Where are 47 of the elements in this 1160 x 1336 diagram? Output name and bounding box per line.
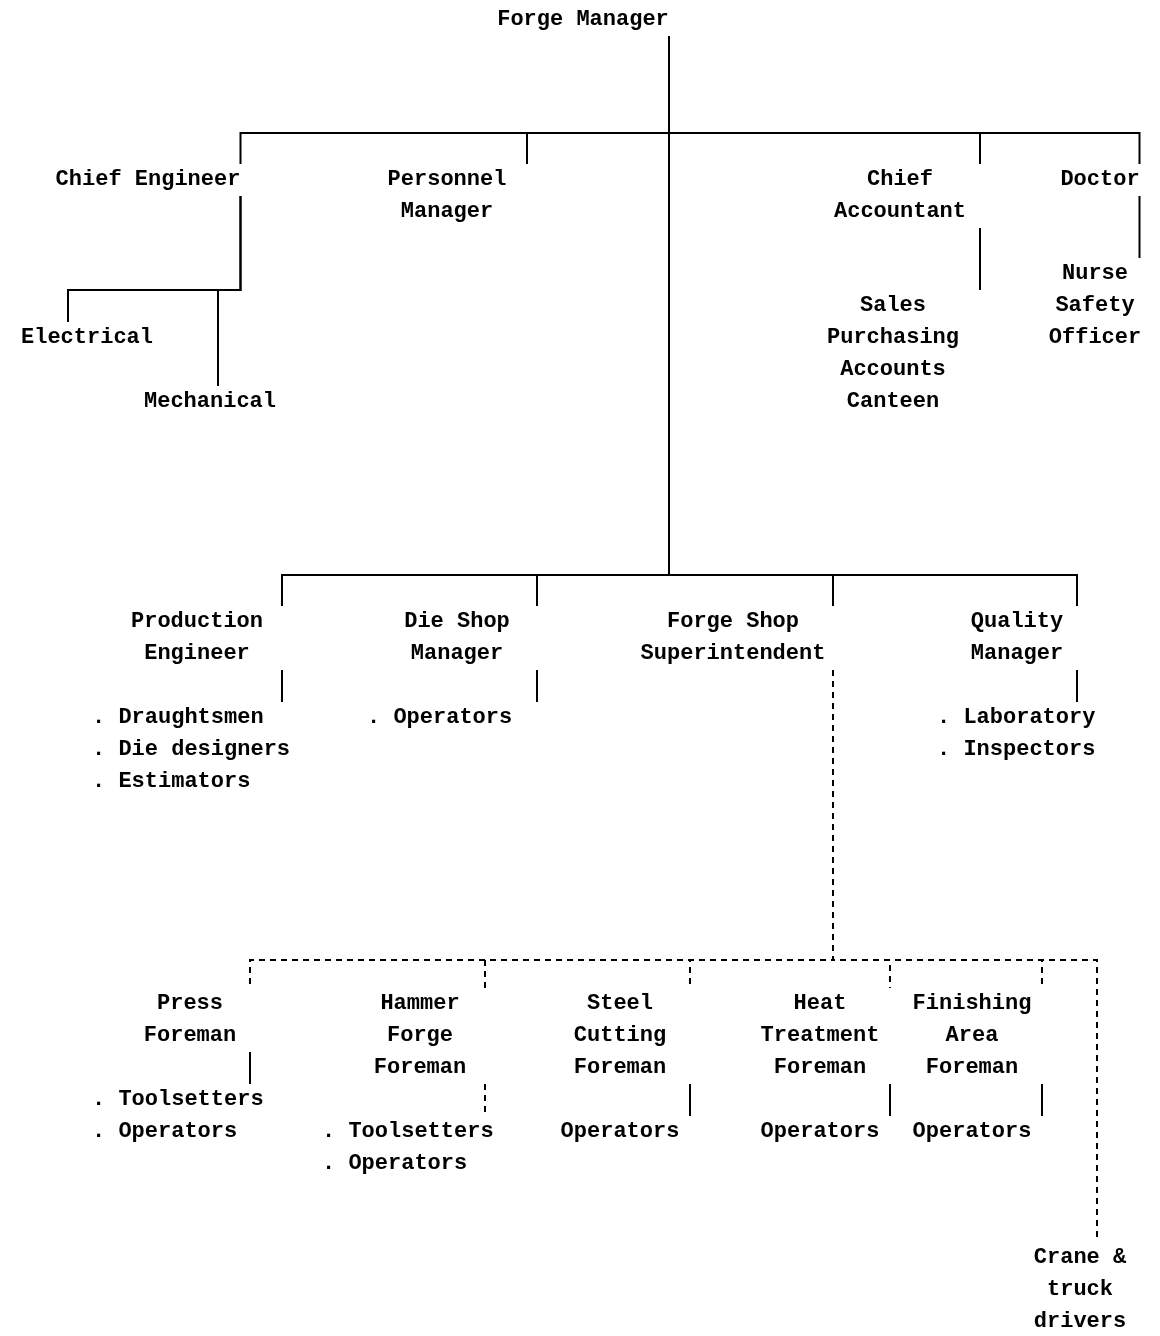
connector-line — [536, 669, 538, 703]
role-label: Finishing Area Foreman — [902, 988, 1042, 1084]
role-label: Chief Accountant — [820, 164, 980, 228]
org-title: Forge Manager — [497, 4, 669, 36]
staff-list: . Operators — [367, 702, 513, 734]
connector-line — [1041, 1083, 1043, 1117]
list-item: . Toolsetters — [92, 1086, 264, 1114]
connector-line — [281, 669, 283, 703]
role-label: Production Engineer — [112, 606, 282, 670]
role-label: Forge Shop Superintendent — [633, 606, 833, 670]
connector-line — [217, 195, 242, 387]
connector-line — [889, 1083, 891, 1117]
list-item: Safety Officer — [1047, 292, 1143, 352]
role-label: Operators — [560, 1116, 680, 1148]
role-label: Die Shop Manager — [377, 606, 537, 670]
connector-line — [979, 227, 981, 291]
list-item: . Operators — [322, 1150, 469, 1178]
list-item: Purchasing — [827, 324, 959, 352]
role-label: Electrical — [21, 322, 153, 354]
role-label: Press Foreman — [130, 988, 250, 1052]
list-item: . Operators — [92, 1118, 239, 1146]
list-item: Nurse — [1061, 260, 1129, 288]
role-label: Chief Engineer — [55, 164, 241, 196]
role-label: Crane & truck drivers — [1025, 1242, 1135, 1336]
role-label: Mechanical — [144, 386, 276, 418]
role-label: Operators — [912, 1116, 1032, 1148]
connector-line — [1138, 195, 1141, 259]
list-item: . Estimators — [92, 768, 252, 796]
connector-line — [668, 35, 1078, 607]
list-item: . Draughtsmen — [92, 704, 265, 732]
role-label: Heat Treatment Foreman — [750, 988, 890, 1084]
connector-line — [1076, 669, 1078, 703]
list-item: Accounts — [839, 356, 947, 384]
connector-line — [689, 1083, 691, 1117]
role-label: Operators — [760, 1116, 880, 1148]
role-label: Hammer Forge Foreman — [355, 988, 485, 1084]
list-item: . Toolsetters — [322, 1118, 494, 1146]
list-item: . Inspectors — [937, 736, 1096, 764]
role-label: Personnel Manager — [367, 164, 527, 228]
list-item: . Die designers — [92, 736, 291, 764]
list-item: . Laboratory — [937, 704, 1096, 732]
list-item: Sales — [859, 292, 927, 320]
connector-line — [249, 1051, 251, 1085]
role-label: Steel Cutting Foreman — [550, 988, 690, 1084]
list-item: Canteen — [845, 388, 941, 416]
role-label: Quality Manager — [957, 606, 1077, 670]
role-label: Doctor — [1060, 164, 1140, 196]
